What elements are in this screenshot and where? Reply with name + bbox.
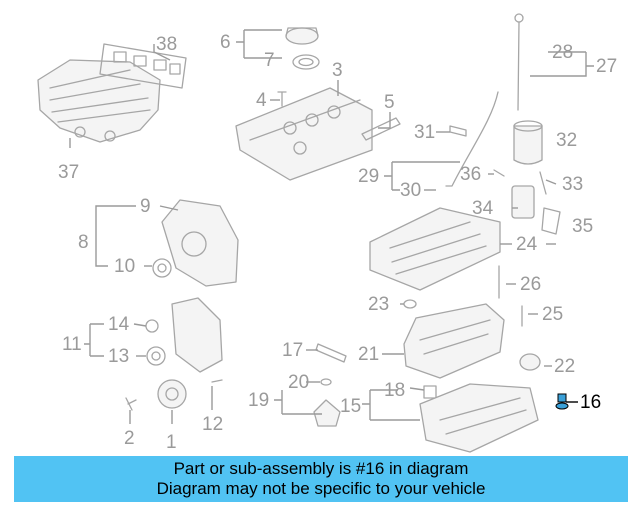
callout-26[interactable]: 26: [520, 274, 541, 295]
oil-cap-part: [285, 27, 320, 70]
seal-part-10: [152, 258, 172, 278]
parts-diagram: 1 2 3 4 5 6 7 8 9 10 11 12 13 14 15 16 1…: [37, 13, 617, 453]
callout-7[interactable]: 7: [264, 50, 275, 71]
callout-3[interactable]: 3: [332, 60, 343, 81]
callout-23[interactable]: 23: [368, 294, 389, 315]
baffle-plate-part: [369, 207, 501, 291]
oil-level-sensor-part: [313, 378, 341, 427]
bolts-26-25: [498, 265, 523, 327]
leader-lines: [69, 29, 594, 424]
lower-oil-pan-part: [419, 383, 539, 453]
timing-cover-part: [161, 199, 239, 287]
callout-16[interactable]: 16: [580, 392, 601, 413]
lower-timing-cover-part: [171, 297, 223, 373]
callout-20[interactable]: 20: [288, 372, 309, 393]
valve-cover-part: [235, 87, 373, 181]
callout-29[interactable]: 29: [358, 166, 379, 187]
oil-filter-part: [513, 120, 543, 165]
callout-31[interactable]: 31: [414, 122, 435, 143]
callout-32[interactable]: 32: [556, 130, 577, 151]
cap-part-22: [519, 353, 541, 371]
callout-labels: 1 2 3 4 5 6 7 8 9 10 11 12 13 14 15 16 1…: [58, 32, 617, 453]
callout-19[interactable]: 19: [248, 390, 269, 411]
callout-8[interactable]: 8: [78, 232, 89, 253]
seals-14-13: [145, 319, 166, 366]
callout-37[interactable]: 37: [58, 162, 79, 183]
manifold-gasket-part: [99, 43, 187, 89]
callout-27[interactable]: 27: [596, 56, 617, 77]
callout-34[interactable]: 34: [472, 198, 494, 219]
callout-28[interactable]: 28: [552, 42, 573, 63]
callout-17[interactable]: 17: [282, 340, 303, 361]
callout-36[interactable]: 36: [460, 164, 481, 185]
callout-38[interactable]: 38: [156, 34, 177, 55]
drain-bolt-part: [555, 393, 569, 410]
callout-25[interactable]: 25: [542, 304, 563, 325]
pulley-part: [125, 379, 223, 411]
callout-18[interactable]: 18: [384, 380, 405, 401]
callout-9[interactable]: 9: [140, 196, 151, 217]
callout-33[interactable]: 33: [562, 174, 583, 195]
callout-12[interactable]: 12: [202, 414, 223, 435]
callout-22[interactable]: 22: [554, 356, 575, 377]
bolt-part-4: [277, 91, 287, 107]
callout-24[interactable]: 24: [516, 234, 538, 255]
callout-14[interactable]: 14: [108, 314, 130, 335]
callout-10[interactable]: 10: [114, 256, 135, 277]
callout-30[interactable]: 30: [400, 180, 421, 201]
callout-1[interactable]: 1: [166, 432, 177, 453]
banner-line-1: Part or sub-assembly is #16 in diagram: [173, 459, 469, 478]
callout-15[interactable]: 15: [340, 396, 361, 417]
callout-4[interactable]: 4: [256, 90, 267, 111]
dipstick-part: [445, 13, 524, 187]
banner-line-2: Diagram may not be specific to your vehi…: [156, 479, 486, 498]
callout-13[interactable]: 13: [108, 346, 129, 367]
callout-6[interactable]: 6: [220, 32, 231, 53]
callout-11[interactable]: 11: [62, 334, 82, 355]
gasket-strip-part: [361, 117, 401, 141]
callout-35[interactable]: 35: [572, 216, 593, 237]
upper-oil-pan-part: [403, 303, 505, 379]
callout-2[interactable]: 2: [124, 428, 135, 449]
sensor-part-31: [449, 125, 467, 137]
callout-5[interactable]: 5: [384, 92, 395, 113]
callout-21[interactable]: 21: [358, 344, 379, 365]
plug-part-18: [423, 385, 437, 399]
info-banner: Part or sub-assembly is #16 in diagram D…: [14, 456, 628, 502]
sensor-part-17: [315, 343, 347, 363]
intake-manifold-part: [37, 59, 161, 143]
small-parts-upper-right: [493, 169, 561, 235]
seal-part-23: [403, 299, 417, 309]
